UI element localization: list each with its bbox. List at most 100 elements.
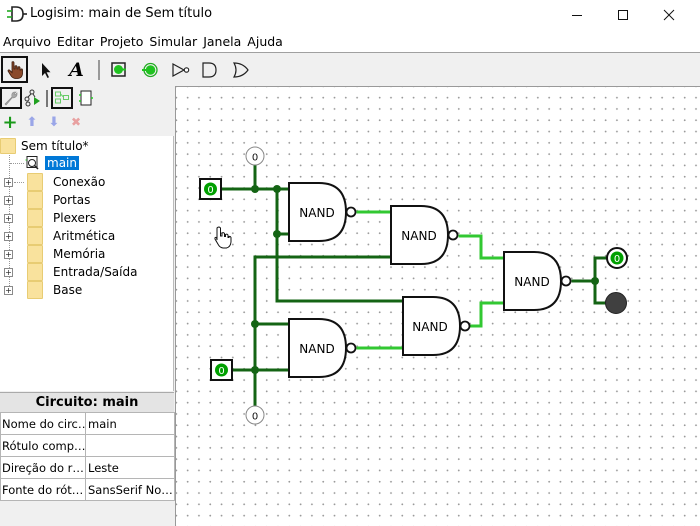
expand-icon[interactable]: +	[4, 285, 13, 295]
minimize-button[interactable]	[554, 0, 600, 30]
circuit-layout-icon	[55, 91, 69, 104]
tree-library[interactable]: + Entrada/Saída	[0, 263, 137, 281]
not-gate-button[interactable]	[167, 56, 194, 83]
layout-view-button[interactable]	[51, 87, 73, 109]
property-value[interactable]	[85, 434, 175, 457]
wire-junction	[591, 277, 599, 285]
project-name: Sem título*	[21, 139, 89, 153]
tree-library[interactable]: + Aritmética	[0, 227, 115, 245]
pin-value: 0	[614, 254, 620, 265]
not-gate-icon	[171, 62, 189, 77]
property-row: Direção do r… Leste	[0, 456, 175, 479]
appearance-icon	[79, 90, 93, 106]
input-pin[interactable]: 0	[199, 178, 222, 200]
tree-library[interactable]: + Plexers	[0, 209, 96, 227]
text-A-icon: A	[69, 58, 84, 81]
expand-icon[interactable]: +	[4, 267, 13, 277]
menu-editar[interactable]: Editar	[56, 33, 94, 49]
and-gate-button[interactable]	[196, 56, 223, 83]
property-value[interactable]: main	[85, 412, 175, 435]
led-output[interactable]	[605, 292, 627, 314]
arrow-down-icon: ⬇	[48, 114, 60, 130]
edit-circuit-button[interactable]	[0, 87, 22, 109]
circuit-canvas[interactable]: NAND NAND NAND NAND NAND 0	[175, 86, 700, 526]
expand-icon[interactable]: +	[4, 177, 13, 187]
wire-junction	[251, 185, 259, 193]
menu-simular[interactable]: Simular	[149, 33, 198, 49]
select-tool-button[interactable]	[32, 56, 59, 83]
tree-project[interactable]: Sem título*	[0, 137, 89, 155]
toolbar: A	[0, 54, 700, 86]
hand-cursor-icon	[214, 226, 232, 249]
properties-header: Circuito: main	[0, 392, 174, 412]
poke-tool-button[interactable]	[1, 56, 28, 83]
move-down-button[interactable]: ⬇	[45, 113, 63, 131]
menu-arquivo[interactable]: Arquivo	[3, 33, 51, 49]
explorer-toolbar	[0, 86, 174, 112]
logisim-gate-icon	[6, 4, 28, 24]
nand-gate[interactable]: NAND	[288, 182, 357, 242]
nand-gate[interactable]: NAND	[503, 251, 572, 311]
folder-icon	[27, 227, 43, 245]
pin-value: 0	[218, 366, 224, 377]
property-value[interactable]: SansSerif No…	[85, 478, 175, 501]
probe[interactable]: 0	[245, 405, 265, 425]
property-value[interactable]: Leste	[85, 456, 175, 479]
remove-circuit-button[interactable]: ✖	[67, 113, 85, 131]
wire-junction	[251, 366, 259, 374]
wire	[469, 301, 506, 328]
or-gate-button[interactable]	[227, 56, 254, 83]
probe-value: 0	[252, 412, 258, 423]
property-key: Nome do circ…	[0, 412, 86, 435]
input-pin[interactable]: 0	[210, 359, 233, 381]
library-list: + Conexão + Portas + Plexers + Aritmétic…	[0, 136, 173, 306]
menu-janela[interactable]: Janela	[203, 33, 242, 49]
wire-junction	[273, 230, 281, 238]
appearance-view-button[interactable]	[75, 87, 97, 109]
maximize-button[interactable]	[600, 0, 646, 30]
and-gate-icon	[201, 61, 217, 78]
move-up-button[interactable]: ⬆	[23, 113, 41, 131]
nand-gate[interactable]: NAND	[402, 296, 471, 356]
expand-icon[interactable]: +	[4, 249, 13, 259]
wrench-icon	[4, 91, 18, 106]
expand-icon[interactable]: +	[4, 231, 13, 241]
circuit-list-toolbar: + ⬆ ⬇ ✖	[0, 112, 174, 134]
output-pin-icon	[141, 62, 158, 77]
simulation-tree-button[interactable]	[22, 87, 44, 109]
text-tool-button[interactable]: A	[63, 56, 90, 83]
hand-pointer-icon	[7, 60, 23, 79]
probe[interactable]: 0	[245, 146, 265, 166]
expand-icon[interactable]: +	[4, 195, 13, 205]
circuit-name: main	[45, 156, 79, 170]
output-pin-button[interactable]	[136, 56, 163, 83]
tree-library[interactable]: + Conexão	[0, 173, 105, 191]
menu-bar: Arquivo Editar Projeto Simular Janela Aj…	[0, 30, 700, 53]
nand-gate[interactable]: NAND	[288, 318, 357, 378]
add-circuit-button[interactable]: +	[1, 112, 19, 133]
tree-library[interactable]: + Base	[0, 281, 82, 299]
maximize-icon	[618, 10, 628, 20]
property-row: Rótulo comp…	[0, 434, 175, 457]
tree-guide	[10, 163, 24, 164]
tree-circuit-main[interactable]: main	[25, 154, 79, 172]
gate-label: NAND	[401, 229, 436, 243]
property-row: Fonte do rót… SansSerif No…	[0, 478, 175, 501]
folder-icon	[27, 173, 43, 191]
menu-projeto[interactable]: Projeto	[99, 33, 144, 49]
expand-icon[interactable]: +	[4, 213, 13, 223]
nand-gate[interactable]: NAND	[390, 205, 459, 265]
simulation-tree-icon	[24, 89, 40, 107]
property-key: Rótulo comp…	[0, 434, 86, 457]
tree-guide	[14, 182, 24, 183]
close-button[interactable]	[646, 0, 692, 30]
tree-library[interactable]: + Portas	[0, 191, 90, 209]
output-pin[interactable]: 0	[606, 247, 628, 269]
folder-icon	[0, 138, 16, 154]
gate-label: NAND	[299, 342, 334, 356]
explorer-separator	[46, 90, 48, 107]
minimize-icon	[572, 15, 582, 16]
input-pin-button[interactable]	[105, 56, 132, 83]
menu-ajuda[interactable]: Ajuda	[247, 33, 283, 49]
tree-library[interactable]: + Memória	[0, 245, 105, 263]
